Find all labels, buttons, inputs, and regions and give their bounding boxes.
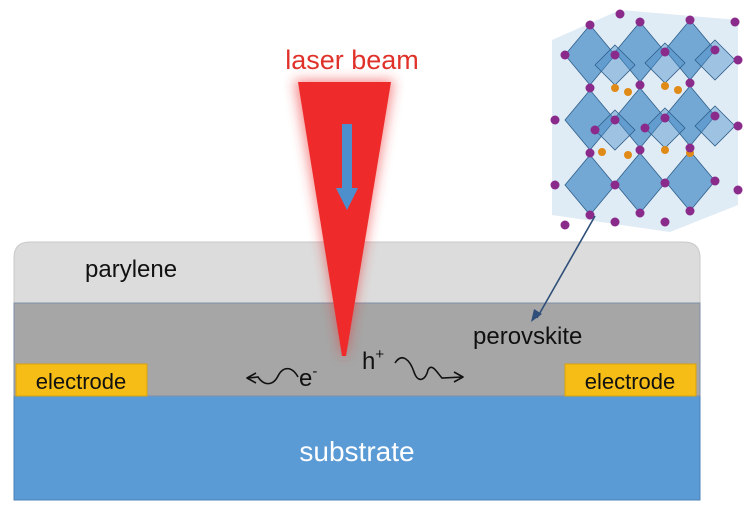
laser-beam-label: laser beam <box>285 45 419 75</box>
electrode-right <box>564 363 697 397</box>
hole-drift-arrow <box>394 357 464 383</box>
electrode-left-label: electrode <box>36 369 127 394</box>
electrode-left <box>15 363 148 397</box>
substrate-label: substrate <box>299 436 414 467</box>
electron-drift-arrow <box>246 367 299 385</box>
parylene-label: parylene <box>85 256 177 283</box>
crystal-connector-arrow <box>531 215 596 322</box>
hole-label: h+ <box>362 346 384 375</box>
substrate-layer <box>13 395 701 501</box>
blue-down-arrow-icon <box>336 124 358 210</box>
laser-beam <box>294 80 394 356</box>
perovskite-label: perovskite <box>473 323 582 350</box>
perovskite-crystal-structure-icon <box>550 9 743 232</box>
electron-label: e- <box>299 363 317 392</box>
electrode-right-label: electrode <box>585 369 676 394</box>
